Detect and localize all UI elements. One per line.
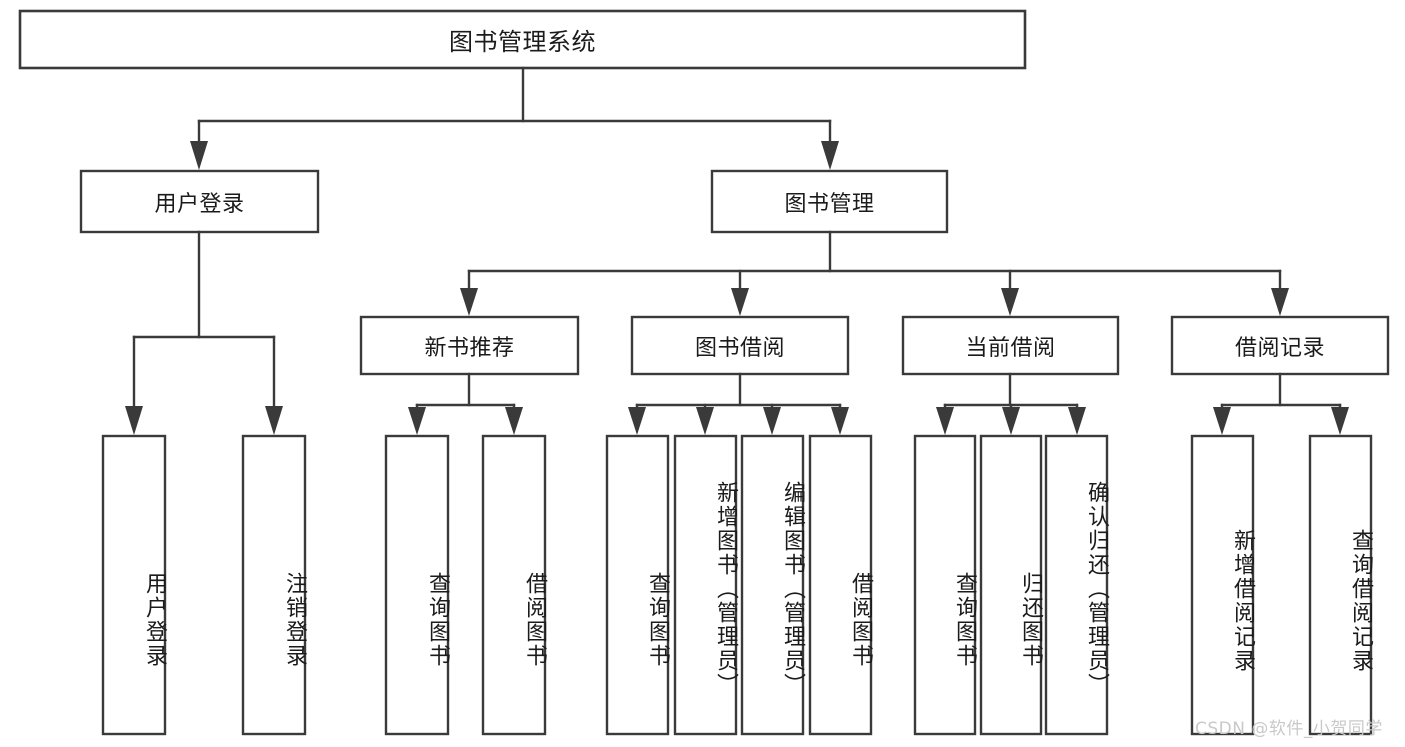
node-box-leaf-borrow-book-2[interactable] [808,434,873,736]
arrow-head-new-book-recommend [460,288,478,316]
arrow-head-leaf-add-borrow-record [1213,407,1231,435]
node-box-leaf-query-book-3[interactable] [913,434,977,736]
arrow-head-leaf-edit-book-admin [763,407,781,435]
arrow-head-leaf-query-book-2 [628,407,646,435]
arrow-head-current-borrow [1001,288,1019,316]
node-box-leaf-query-book-2[interactable] [605,434,670,736]
arrow-head-leaf-query-book-3 [936,407,954,435]
arrow-head-leaf-query-book-1 [408,407,426,435]
arrow-head-leaf-logout [265,406,283,435]
node-box-book-management[interactable] [710,169,949,234]
node-box-book-borrow[interactable] [630,315,850,376]
node-box-current-borrow[interactable] [901,315,1120,376]
node-box-leaf-borrow-book-1[interactable] [481,434,547,736]
node-box-leaf-confirm-return-admin[interactable] [1044,434,1109,736]
node-box-leaf-add-book-admin[interactable] [673,434,738,736]
node-box-leaf-user-login[interactable] [101,434,167,736]
node-box-leaf-query-borrow-record[interactable] [1308,434,1373,736]
arrow-head-leaf-query-borrow-record [1331,407,1349,435]
arrow-head-book-borrow [731,288,749,316]
node-box-borrow-record[interactable] [1170,315,1390,376]
arrow-head-leaf-add-book-admin [696,407,714,435]
node-box-leaf-add-borrow-record[interactable] [1190,434,1255,736]
arrow-head-leaf-confirm-return-admin [1068,407,1086,435]
node-box-root[interactable] [18,9,1027,70]
arrow-head-leaf-user-login [125,406,143,435]
node-box-leaf-edit-book-admin[interactable] [740,434,805,736]
arrow-head-user-login [190,141,208,170]
arrow-head-borrow-record [1271,288,1289,316]
node-box-new-book-recommend[interactable] [359,315,580,376]
arrow-head-leaf-borrow-book-2 [831,407,849,435]
node-box-leaf-query-book-1[interactable] [384,434,450,736]
node-box-user-login[interactable] [79,169,320,234]
node-box-leaf-logout[interactable] [241,434,307,736]
arrow-head-leaf-return-book [1002,407,1020,435]
arrow-head-leaf-borrow-book-1 [505,407,523,435]
node-box-leaf-return-book[interactable] [979,434,1043,736]
arrow-head-book-management [821,141,839,170]
